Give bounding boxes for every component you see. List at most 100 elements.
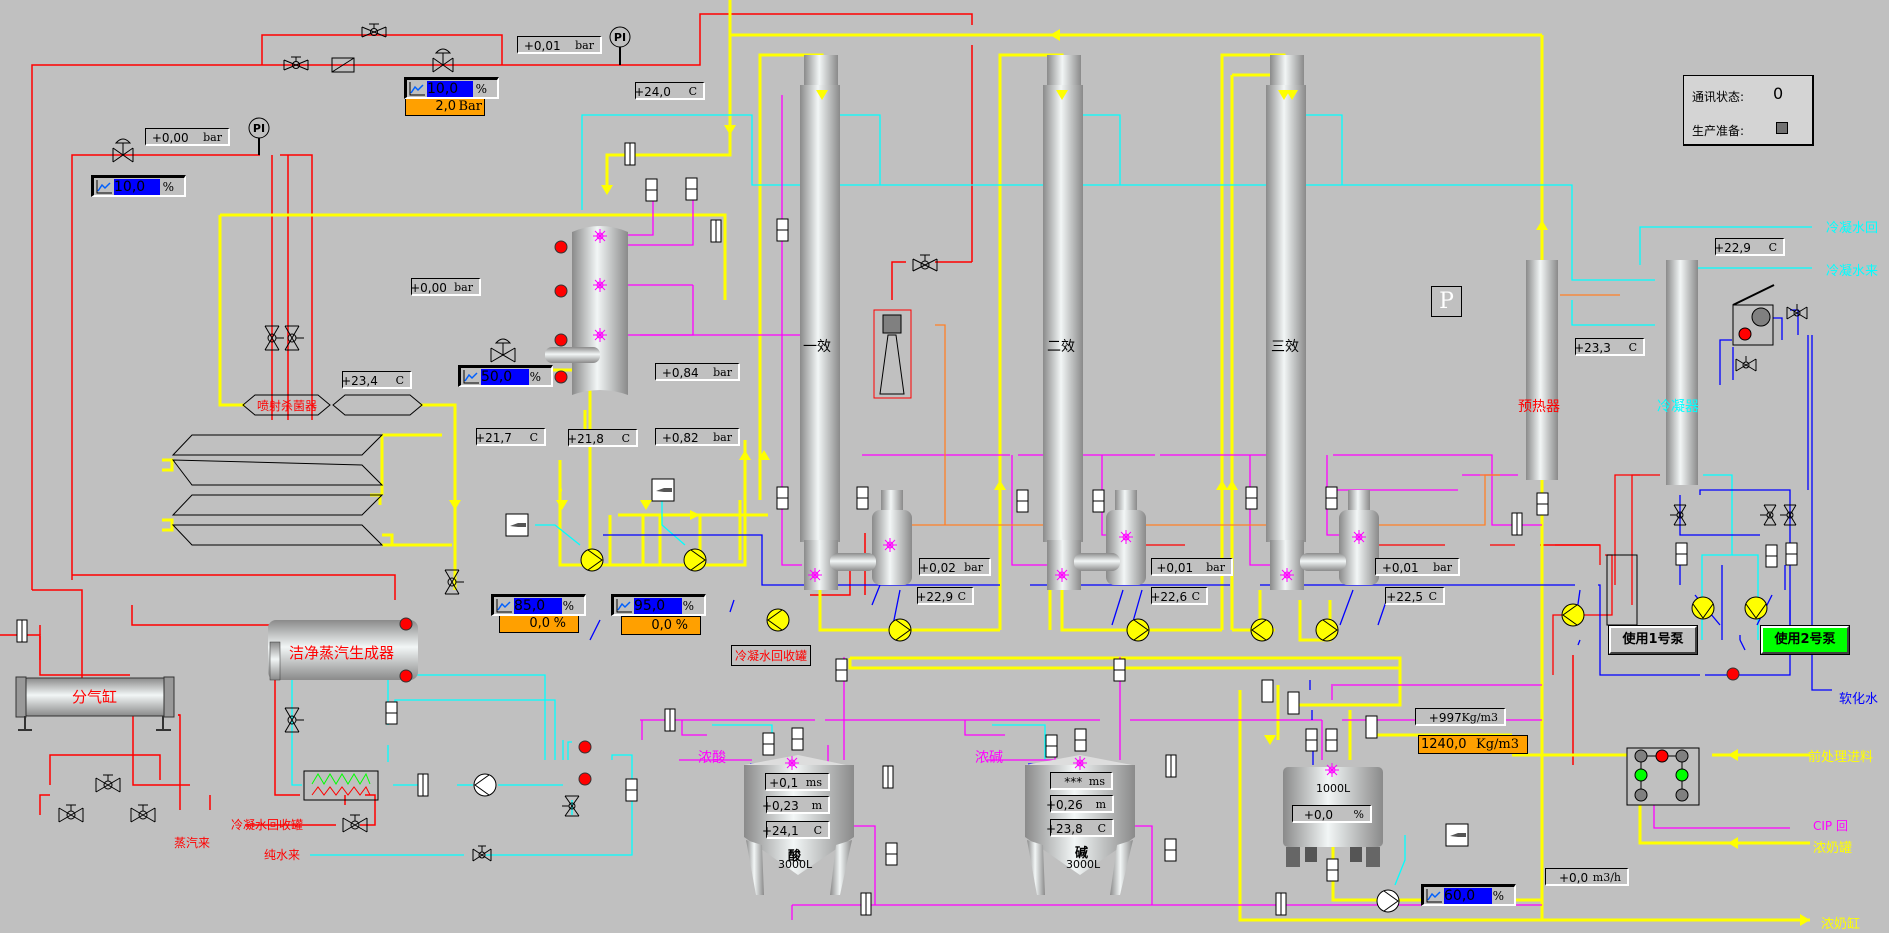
- effect-3-separator[interactable]: [1300, 490, 1379, 585]
- use-pump-2-button[interactable]: 使用2号泵: [1760, 625, 1850, 655]
- status-panel: 通讯状态: 0 生产准备:: [1683, 75, 1814, 146]
- trend-icon[interactable]: [95, 179, 113, 195]
- cip-return-label: CIP 回: [1813, 819, 1848, 833]
- trend-icon[interactable]: [1425, 888, 1443, 904]
- pump-2-setpoint[interactable]: 0,0%: [621, 616, 701, 635]
- production-ready-indicator: [1776, 122, 1788, 134]
- vacuum-lines: [589, 309, 1832, 765]
- p-button[interactable]: P: [1431, 286, 1462, 317]
- effect-2-column[interactable]: [1043, 55, 1083, 590]
- effect-3-column[interactable]: [1266, 55, 1306, 590]
- red-status-lamps: [399, 240, 1740, 786]
- left-valve-position[interactable]: 10,0%: [91, 175, 186, 197]
- pure-water-in-label: 纯水来: [264, 848, 301, 862]
- heat-exchanger[interactable]: [303, 770, 379, 801]
- route-valve-matrix[interactable]: [1626, 747, 1700, 806]
- steam-header-label: 分气缸: [72, 688, 118, 706]
- effect-1-label: 一效: [803, 339, 831, 355]
- effect-1-separator[interactable]: [830, 490, 912, 585]
- concentrate-tank-label: 浓奶罐: [1813, 841, 1853, 856]
- steam-in-label: 蒸汽来: [174, 836, 211, 850]
- spray-sterilizer-label: 喷射杀菌器: [257, 399, 318, 413]
- vacuum-pump[interactable]: [1732, 284, 1775, 346]
- svg-text:PI: PI: [614, 31, 626, 44]
- pump-2-speed[interactable]: 95,0%: [611, 594, 706, 616]
- condensate-water-supply-label: 冷凝水来: [1826, 264, 1879, 279]
- effect-1-column[interactable]: [800, 55, 840, 590]
- clean-steam-generator-label: 洁净蒸汽生成器: [289, 644, 395, 662]
- pump-1-speed[interactable]: 85,0%: [491, 594, 586, 616]
- conc-alkali-label: 浓碱: [975, 750, 1003, 766]
- sterilizer-valve-position[interactable]: 50,0%: [458, 365, 553, 387]
- alkali-tank-volume: 3000L: [1066, 858, 1101, 871]
- concentrate-vat-label: 浓奶缸: [1821, 917, 1861, 932]
- comm-status-label: 通讯状态:: [1692, 90, 1745, 104]
- production-ready-label: 生产准备:: [1692, 124, 1745, 138]
- acid-tank-label: 酸: [788, 849, 802, 864]
- cip-lines: [600, 95, 1790, 920]
- svg-text:PI: PI: [253, 122, 265, 135]
- steam-header-vessel[interactable]: [15, 676, 175, 731]
- steam-valve-position[interactable]: 10,0%: [404, 77, 499, 99]
- spray-nozzle-icons: [593, 229, 1366, 777]
- flow-arrows: [449, 29, 1810, 926]
- comm-status-value: 0: [1773, 84, 1784, 103]
- valves[interactable]: [58, 23, 1808, 862]
- vacuum-ejector[interactable]: [873, 309, 912, 399]
- effect-2-label: 二效: [1047, 339, 1075, 355]
- vapor-lines: [892, 294, 1620, 526]
- condenser-label: 冷凝器: [1657, 399, 1699, 415]
- trend-icon[interactable]: [615, 598, 633, 614]
- use-pump-1-button[interactable]: 使用1号泵: [1608, 625, 1698, 655]
- condensate-recovery-label: 冷凝水回收罐: [231, 818, 304, 832]
- holding-tube-coils: [171, 394, 423, 546]
- condensate-tank-tag: 冷凝水回收罐: [731, 645, 812, 666]
- soft-water-label: 软化水: [1839, 692, 1879, 707]
- alkali-tank-label: 碱: [1075, 846, 1089, 861]
- condensate-water-return-label: 冷凝水回: [1826, 221, 1879, 236]
- feed-pump-speed[interactable]: 60,0%: [1421, 884, 1516, 906]
- level-switch-icons[interactable]: [505, 478, 1469, 847]
- conc-acid-label: 浓酸: [698, 750, 726, 766]
- effect-3-label: 三效: [1271, 339, 1299, 355]
- preheater-label: 预热器: [1518, 399, 1560, 415]
- pump-1-setpoint[interactable]: 0,0%: [499, 614, 579, 633]
- trend-icon[interactable]: [495, 598, 513, 614]
- clean-steam-generator-vessel[interactable]: [268, 620, 418, 681]
- preheater-vessel[interactable]: [1526, 260, 1558, 480]
- trend-icon[interactable]: [408, 81, 426, 97]
- pumps[interactable]: [473, 548, 1768, 913]
- pressure-indicator-pi: PI PI: [248, 26, 631, 155]
- flow-switches[interactable]: [16, 142, 1798, 916]
- trend-icon[interactable]: [462, 369, 480, 385]
- alkali-conductivity-readout: ***ms: [1050, 772, 1113, 790]
- balance-tank-volume: 1000L: [1316, 782, 1351, 795]
- effect-2-separator[interactable]: [1074, 490, 1146, 585]
- cooling-water-lines: [291, 114, 1812, 886]
- condenser-vessel[interactable]: [1666, 260, 1698, 485]
